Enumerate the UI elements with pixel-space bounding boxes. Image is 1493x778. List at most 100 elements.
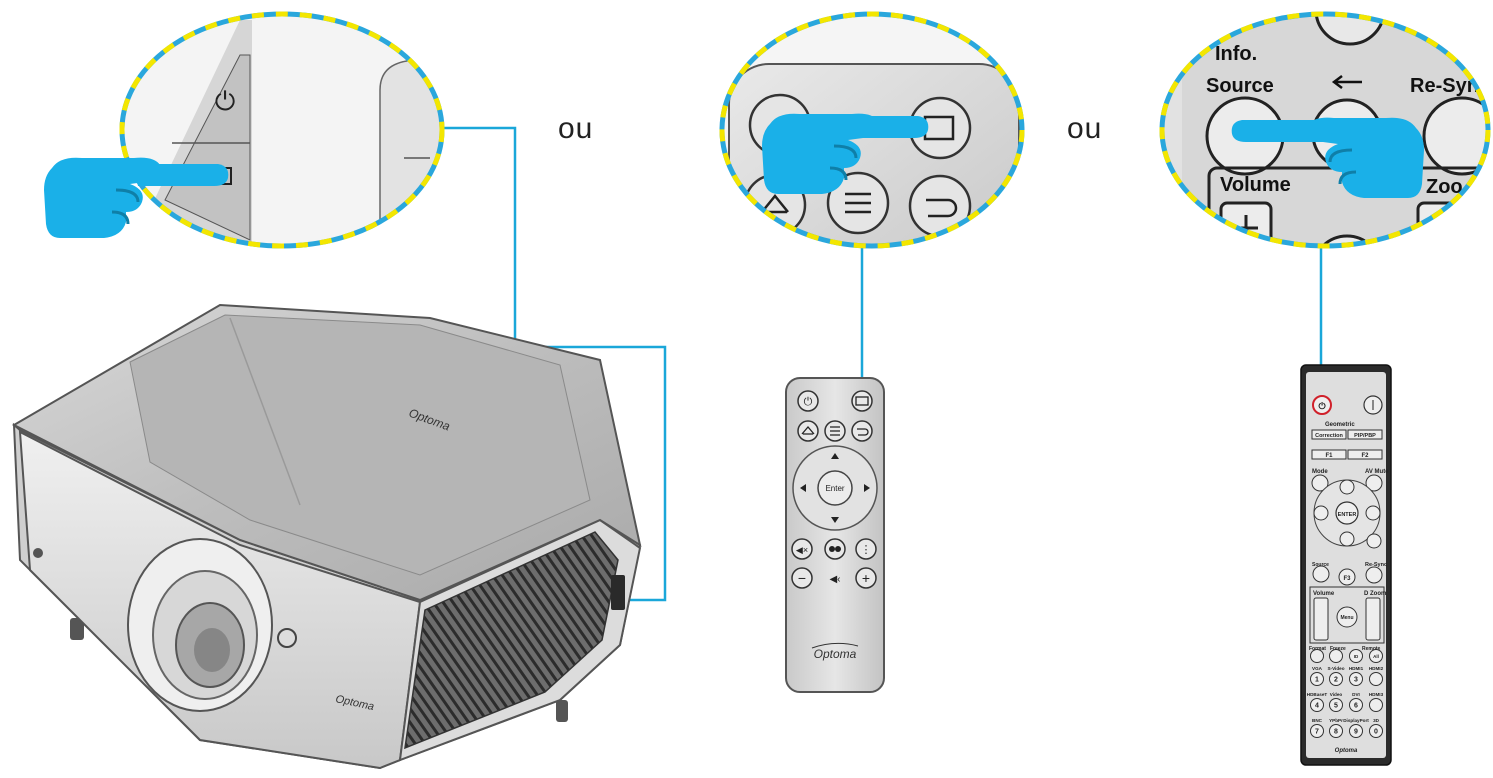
full-remote-key-label: 3D	[1373, 718, 1380, 723]
small-remote-home-button[interactable]	[797, 420, 819, 442]
full-remote-f1-label: F1	[1325, 453, 1333, 459]
full-remote-number-key[interactable]	[1310, 724, 1324, 738]
full-remote-f3-label: F3	[1343, 576, 1351, 582]
full-remote-f1-button[interactable]	[1311, 449, 1347, 460]
full-remote-volume-label: Volume	[1313, 591, 1335, 597]
full-remote-number-key-label: 7	[1315, 729, 1319, 736]
svg-text:⏻: ⏻	[804, 396, 813, 408]
full-remote-number-key-label: 9	[1354, 729, 1358, 736]
full-remote-enter-label: ENTER	[1338, 512, 1357, 518]
or-separator-2: ou	[1067, 112, 1103, 145]
full-remote-key-label: HDMI1	[1349, 666, 1364, 671]
full-remote-key-label: VGA	[1312, 666, 1323, 671]
pointing-hand-icon	[44, 157, 229, 238]
full-remote: ⏻ Geometric Correction PIP/PBP F1 F2 Mod…	[1300, 364, 1392, 766]
full-remote-resync-button[interactable]	[1365, 566, 1383, 584]
full-remote-key-label: BNC	[1312, 718, 1323, 723]
full-remote-number-key[interactable]	[1329, 724, 1343, 738]
svg-text:−: −	[798, 570, 806, 586]
zoom-resync-label: Re-Syn	[1410, 75, 1479, 97]
small-remote-enter-label: Enter	[825, 484, 844, 493]
full-remote-geometric-label: Geometric	[1325, 422, 1355, 428]
full-remote-number-key[interactable]	[1369, 698, 1383, 712]
full-remote-all-label: All	[1373, 654, 1379, 659]
full-remote-mode-button[interactable]	[1311, 474, 1329, 492]
full-remote-number-key[interactable]	[1310, 672, 1324, 686]
projector-illustration: Optoma Optoma	[11, 303, 642, 770]
full-remote-number-key[interactable]	[1349, 698, 1363, 712]
full-remote-f2-label: F2	[1361, 453, 1369, 459]
full-remote-key-label: Video	[1330, 692, 1343, 697]
small-remote-mute-button[interactable]	[791, 538, 813, 560]
full-remote-correction-button[interactable]	[1311, 429, 1347, 440]
full-remote-number-key-label: 1	[1315, 677, 1319, 684]
full-remote-number-key-label: 6	[1354, 703, 1358, 710]
full-remote-mode-label: Mode	[1312, 469, 1328, 475]
full-remote-avmute-label: AV Mute	[1365, 469, 1389, 475]
small-remote-enter-button[interactable]	[817, 470, 853, 506]
full-remote-remote-label: Remote	[1362, 646, 1381, 652]
full-remote-resync-label: Re-Sync	[1365, 562, 1387, 568]
small-remote-volume-down-button[interactable]	[791, 567, 813, 589]
full-remote-number-key-label: 5	[1334, 703, 1338, 710]
full-remote-avmute-button[interactable]	[1365, 474, 1383, 492]
small-remote-source-button[interactable]	[851, 390, 873, 412]
full-remote-number-key[interactable]	[1310, 698, 1324, 712]
full-remote-source-label: Source	[1312, 562, 1329, 568]
zoom-volume-label: Volume	[1220, 174, 1291, 196]
full-remote-f2-button[interactable]	[1347, 449, 1383, 460]
full-remote-brand: Optoma	[1335, 748, 1358, 754]
full-remote-number-key-label: 4	[1315, 703, 1319, 710]
small-remote-options-button[interactable]	[855, 538, 877, 560]
full-remote-key-label: S-Video	[1327, 666, 1344, 671]
full-remote-number-key-label: 8	[1334, 729, 1338, 736]
full-remote-number-key[interactable]	[1349, 724, 1363, 738]
full-remote-enter-button[interactable]	[1335, 501, 1359, 525]
small-remote-brand: Optoma	[814, 647, 857, 661]
full-remote-menu-label: Menu	[1340, 615, 1353, 621]
pointing-hand-icon	[762, 113, 929, 194]
full-remote-number-key[interactable]	[1329, 698, 1343, 712]
svg-text:◀×: ◀×	[796, 545, 808, 555]
full-remote-key-label: DisplayPort	[1343, 718, 1369, 723]
full-remote-key-label: DVI	[1352, 692, 1360, 697]
full-remote-dzoom-label: D Zoom	[1364, 591, 1386, 597]
small-remote: ⏻ Enter ◀× ⋮ − ◀‹	[785, 377, 885, 693]
callout-line-projector	[440, 126, 667, 602]
full-remote-number-pad: VGA1S-Video2HDMI13HDMI2HDBaseT4Video5DVI…	[1307, 666, 1384, 738]
full-remote-number-key[interactable]	[1369, 724, 1383, 738]
svg-text:+: +	[862, 570, 870, 586]
full-remote-number-key-label: 0	[1374, 729, 1378, 736]
full-remote-pip-button[interactable]	[1347, 429, 1383, 440]
zoom-full-remote: Info. Source Re-Syn Volume D Zoo	[1159, 11, 1491, 249]
full-remote-volume-rocker[interactable]	[1313, 597, 1329, 641]
full-remote-format-label: Format	[1309, 646, 1326, 652]
svg-text:⋮: ⋮	[861, 544, 872, 556]
full-remote-pip-label: PIP/PBP	[1354, 433, 1376, 439]
full-remote-key-label: HDMI3	[1369, 692, 1384, 697]
small-remote-power-button[interactable]	[797, 390, 819, 412]
full-remote-number-key-label: 3	[1354, 677, 1358, 684]
full-remote-f3-button[interactable]	[1338, 568, 1356, 586]
zoom-projector-keypad: ⏻	[119, 11, 445, 249]
svg-text:⏻: ⏻	[1318, 401, 1326, 411]
full-remote-id-label: ID	[1354, 654, 1359, 659]
full-remote-menu-button[interactable]	[1336, 606, 1358, 628]
full-remote-power-button[interactable]	[1312, 395, 1332, 415]
pointing-hand-icon	[1231, 117, 1424, 198]
zoom-source-label: Source	[1206, 75, 1274, 97]
full-remote-key-label: YPbPr	[1329, 718, 1343, 723]
full-remote-number-key[interactable]	[1329, 672, 1343, 686]
small-remote-back-button[interactable]	[851, 420, 873, 442]
full-remote-freeze-label: Freeze	[1330, 646, 1346, 652]
full-remote-number-key[interactable]	[1349, 672, 1363, 686]
small-remote-volume-up-button[interactable]	[855, 567, 877, 589]
full-remote-number-key[interactable]	[1369, 672, 1383, 686]
full-remote-number-key-label: 2	[1334, 677, 1338, 684]
full-remote-dzoom-rocker[interactable]	[1365, 597, 1381, 641]
full-remote-source-button[interactable]	[1312, 565, 1330, 583]
zoom-info-label: Info.	[1215, 43, 1257, 65]
or-separator-1: ou	[558, 112, 594, 145]
